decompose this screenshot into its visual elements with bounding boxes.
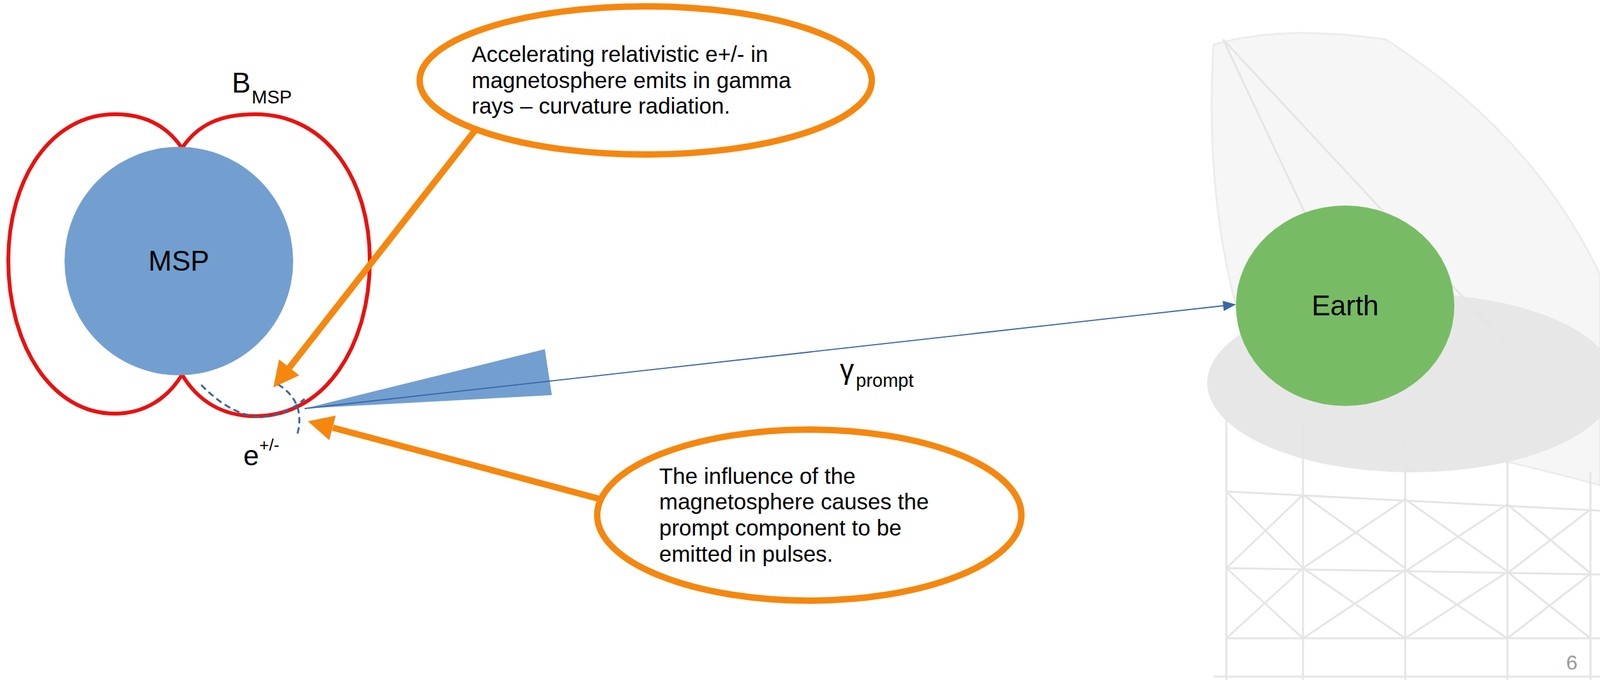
field-subscript: MSP xyxy=(251,88,292,107)
gamma-beam xyxy=(304,349,552,409)
emission-region xyxy=(277,384,300,436)
callout-arrow xyxy=(332,427,610,503)
earth-ellipse-shape xyxy=(1235,205,1455,407)
callout-arrow xyxy=(289,124,480,368)
callout-ellipse: The influence of the magnetosphere cause… xyxy=(594,426,1025,605)
callout-text: Accelerating relativistic e+/- in magnet… xyxy=(471,41,820,120)
gamma-ray-line xyxy=(304,305,1224,409)
telescope-watermark xyxy=(1207,33,1600,681)
callout-ellipse: Accelerating relativistic e+/- in magnet… xyxy=(416,3,876,158)
emission-region xyxy=(201,385,305,418)
callout-text: The influence of the magnetosphere cause… xyxy=(659,463,960,568)
callout-ellipse-shape xyxy=(597,429,1022,602)
telescope-truss xyxy=(1213,39,1600,681)
arrow-head xyxy=(307,415,336,441)
callout-ellipse-shape xyxy=(419,6,872,155)
pulsar-circle: MSP xyxy=(64,146,294,376)
page-number: 6 xyxy=(1566,652,1578,674)
pair-symbol: e xyxy=(243,441,259,471)
earth-ellipse: Earth xyxy=(1235,205,1455,407)
node-label: MSP xyxy=(148,244,209,278)
node-label: Earth xyxy=(1311,289,1379,322)
pulsar-circle-shape xyxy=(64,146,294,376)
field-symbol: B xyxy=(231,68,251,98)
gamma-subscript: prompt xyxy=(855,371,914,391)
arrow-head xyxy=(273,359,300,388)
arrow-head xyxy=(1222,300,1236,312)
pair-superscript: +/- xyxy=(259,436,280,454)
gamma-symbol: γ xyxy=(839,355,854,384)
